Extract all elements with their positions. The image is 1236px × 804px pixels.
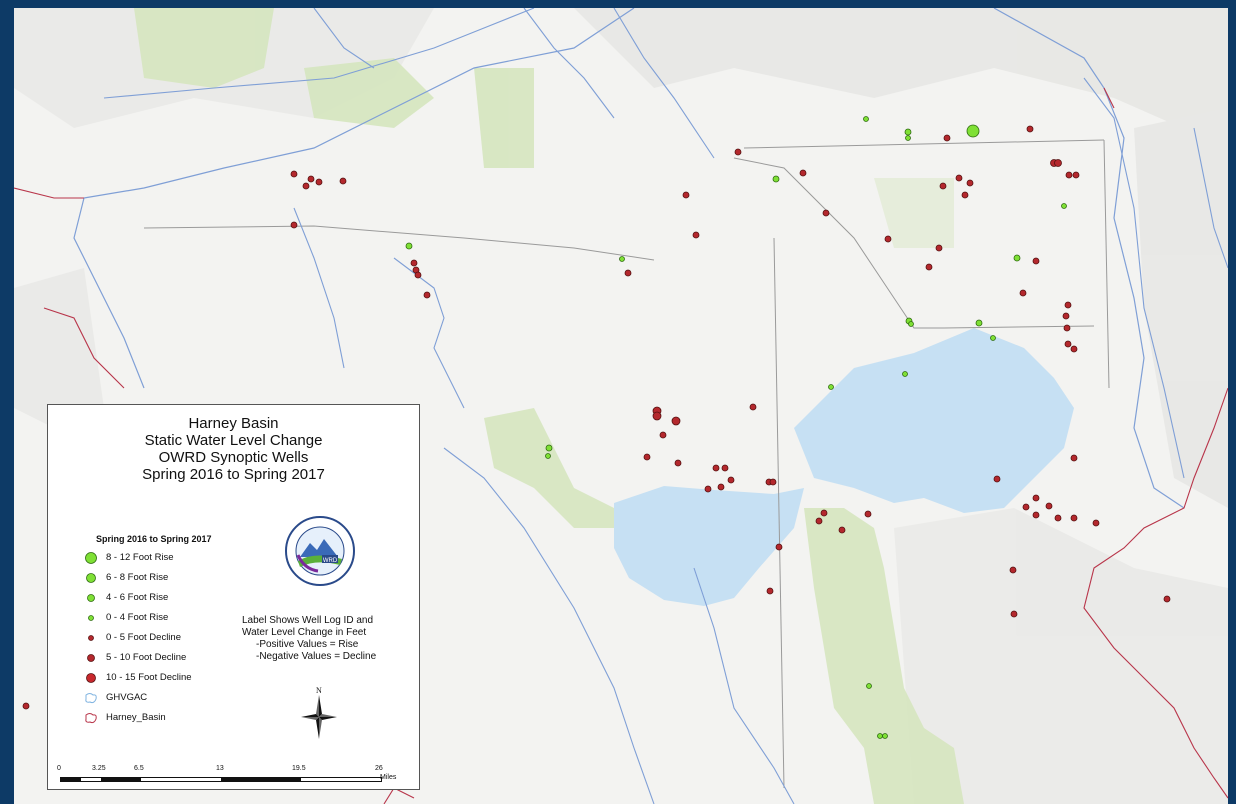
scale-tick-3-25: 3.25: [92, 765, 106, 772]
ghvgac-boundary: [73, 8, 1185, 509]
north-label: N: [316, 686, 322, 695]
scale-tick-19-5: 19.5: [292, 765, 306, 772]
note-line-1: Label Shows Well Log ID and: [242, 615, 374, 626]
note-line-2: Water Level Change in Feet: [242, 627, 367, 638]
legend-section-heading: Spring 2016 to Spring 2017: [96, 534, 212, 544]
legend-item-label: 6 - 8 Foot Rise: [106, 572, 169, 583]
roads: [143, 139, 1110, 789]
scale-bar: [60, 777, 382, 782]
lakes: [614, 328, 1074, 606]
legend-item-label: 5 - 10 Foot Decline: [106, 652, 187, 663]
scale-tick-26: 26: [375, 765, 383, 772]
scale-tick-6-5: 6.5: [134, 765, 144, 772]
rivers: [103, 8, 1228, 804]
legend-panel: Harney Basin Static Water Level Change O…: [47, 404, 420, 790]
svg-text:WRD: WRD: [323, 558, 338, 564]
legend-item-label: 8 - 12 Foot Rise: [106, 552, 174, 563]
legend-item-label: 4 - 6 Foot Rise: [106, 592, 169, 603]
legend-item-label: 0 - 4 Foot Rise: [106, 612, 169, 623]
legend-title-line-3: OWRD Synoptic Wells: [158, 449, 309, 466]
public-lands: [134, 8, 964, 804]
note-line-4: -Negative Values = Decline: [256, 651, 377, 662]
legend-item-label: GHVGAC: [106, 692, 148, 703]
scale-tick-13: 13: [216, 765, 224, 772]
scale-unit: Miles: [380, 774, 397, 781]
well-markers: [22, 116, 1171, 739]
north-arrow-icon: [301, 695, 337, 739]
legend-item-label: Harney_Basin: [106, 712, 166, 723]
harney-basin-boundary: [14, 87, 1228, 804]
owrd-logo: WRD: [285, 516, 355, 586]
note-line-3: -Positive Values = Rise: [256, 639, 359, 650]
basemap: [14, 8, 1228, 804]
legend-title-line-2: Static Water Level Change: [144, 432, 323, 449]
legend-title-line-4: Spring 2016 to Spring 2017: [142, 466, 325, 483]
legend-item-label: 0 - 5 Foot Decline: [106, 632, 181, 643]
legend-item-label: 10 - 15 Foot Decline: [106, 672, 192, 683]
scale-tick-0: 0: [57, 765, 61, 772]
legend-title-line-1: Harney Basin: [188, 415, 279, 432]
